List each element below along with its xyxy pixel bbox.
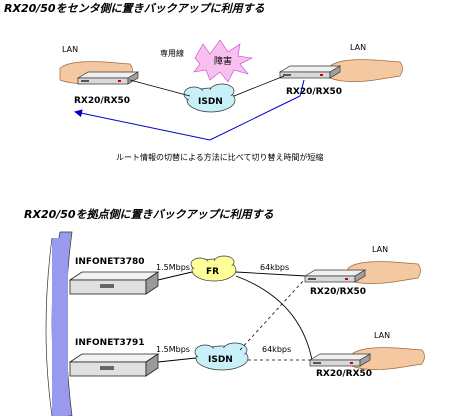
speed-top-label: 1.5Mbps (156, 263, 190, 272)
router-left-icon (77, 71, 139, 85)
router-bottom-icon (309, 353, 371, 367)
section1-caption: ルート情報の切替による方法に比べて切り替え時間が短縮 (116, 152, 323, 162)
link-isdn-right (233, 75, 285, 97)
router-right-icon (279, 65, 341, 79)
link-server-bottom-isdn (157, 357, 197, 363)
failure-label: 障害 (214, 55, 232, 67)
fr-cloud (190, 255, 237, 282)
fr-label: FR (206, 267, 219, 277)
center-panel-body (52, 238, 68, 416)
router-top-icon (304, 269, 366, 283)
isdn-backup-top (239, 279, 305, 351)
section2-title: RX20/50を拠点側に置きバックアップに利用する (24, 208, 274, 221)
server-bottom-label: INFONET3791 (75, 338, 145, 348)
server-top-label: INFONET3780 (75, 257, 145, 267)
backup-route-arrow (74, 95, 301, 141)
kbps-bottom-label: 64kbps (262, 345, 291, 354)
server-top-icon (69, 271, 159, 295)
lan-left-label: LAN (62, 45, 78, 54)
server-bottom-icon (69, 353, 159, 377)
lan-bottom-label: LAN (374, 331, 390, 340)
isdn-label-2: ISDN (208, 355, 233, 365)
isdn-cloud-1 (183, 83, 236, 113)
link-left-isdn (129, 79, 191, 97)
link-server-top-fr (157, 271, 193, 281)
kbps-top-label: 64kbps (260, 263, 289, 272)
failure-burst (193, 39, 253, 83)
leased-line-label: 専用線 (160, 48, 184, 58)
isdn-cloud-2 (194, 342, 249, 371)
lan-right-label: LAN (350, 43, 366, 52)
router-left-label: RX20/RX50 (74, 96, 130, 106)
isdn-label-1: ISDN (198, 97, 223, 107)
router-top-label: RX20/RX50 (310, 287, 366, 297)
backup-route-start (299, 79, 305, 97)
link-fr-router-top (235, 271, 307, 277)
section1-title: RX20/50をセンタ側に置きバックアップに利用する (4, 2, 265, 15)
link-fr-router-bottom (235, 275, 313, 361)
lan-top-label: LAN (372, 245, 388, 254)
router-right-label: RX20/RX50 (286, 87, 342, 97)
router-bottom-label: RX20/RX50 (316, 369, 372, 379)
hand-right-icon (329, 59, 403, 82)
speed-bottom-label: 1.5Mbps (156, 345, 190, 354)
